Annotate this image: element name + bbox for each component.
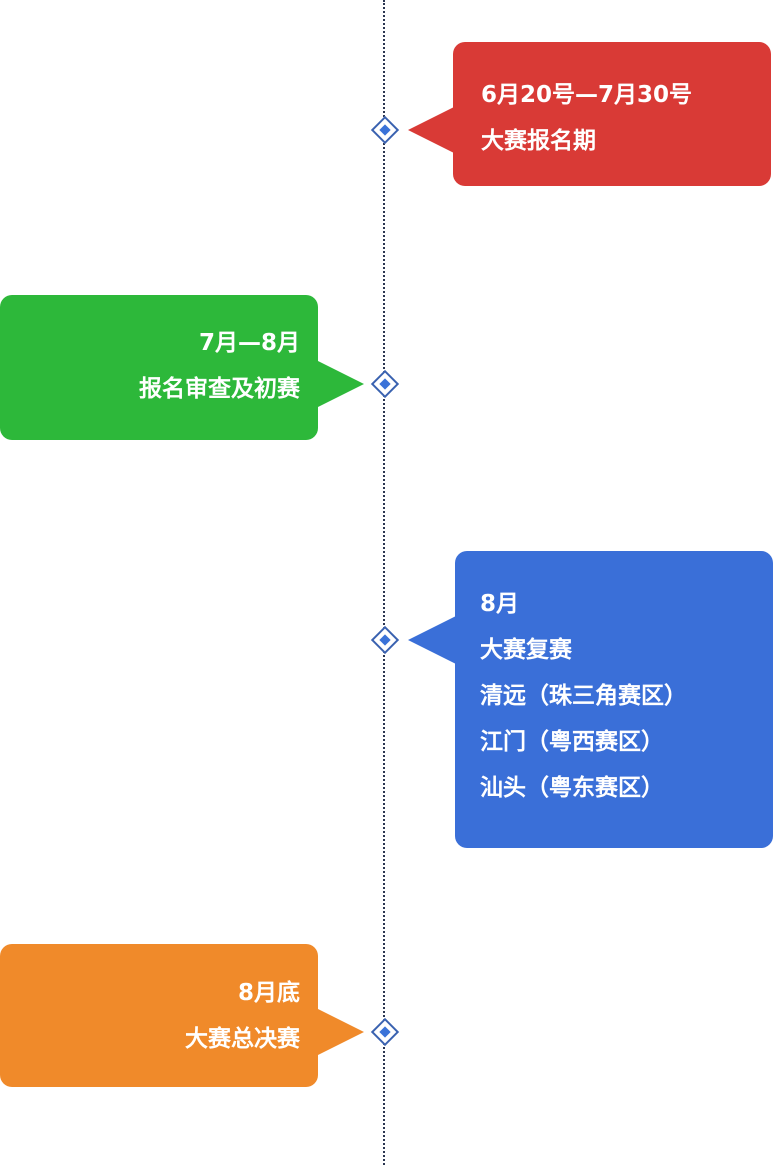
timeline-marker-diamond-icon	[370, 115, 400, 145]
event-venue: 汕头（粤东赛区）	[480, 775, 664, 801]
event-title: 大赛复赛	[480, 637, 572, 663]
event-title: 报名审查及初赛	[139, 376, 300, 402]
timeline-marker-diamond-icon	[370, 625, 400, 655]
event-title: 大赛报名期	[481, 128, 596, 154]
event-venue: 江门（粤西赛区）	[480, 729, 664, 755]
event-registration: 6月20号—7月30号 大赛报名期	[453, 42, 771, 186]
event-semifinal: 8月 大赛复赛 清远（珠三角赛区） 江门（粤西赛区） 汕头（粤东赛区）	[455, 551, 773, 848]
event-final: 8月底 大赛总决赛	[0, 944, 318, 1087]
callout-pointer	[408, 106, 456, 154]
callout-pointer	[316, 360, 364, 408]
event-review-preliminary: 7月—8月 报名审查及初赛	[0, 295, 318, 440]
event-date: 8月底	[237, 980, 300, 1006]
event-date: 6月20号—7月30号	[481, 82, 693, 108]
event-venue: 清远（珠三角赛区）	[480, 683, 687, 709]
timeline-axis	[383, 0, 385, 1165]
timeline-marker-diamond-icon	[370, 1017, 400, 1047]
callout-pointer	[408, 616, 456, 664]
event-title: 大赛总决赛	[185, 1026, 300, 1052]
callout-pointer	[316, 1008, 364, 1056]
event-date: 8月	[480, 591, 520, 617]
event-date: 7月—8月	[198, 330, 300, 356]
timeline-marker-diamond-icon	[370, 369, 400, 399]
